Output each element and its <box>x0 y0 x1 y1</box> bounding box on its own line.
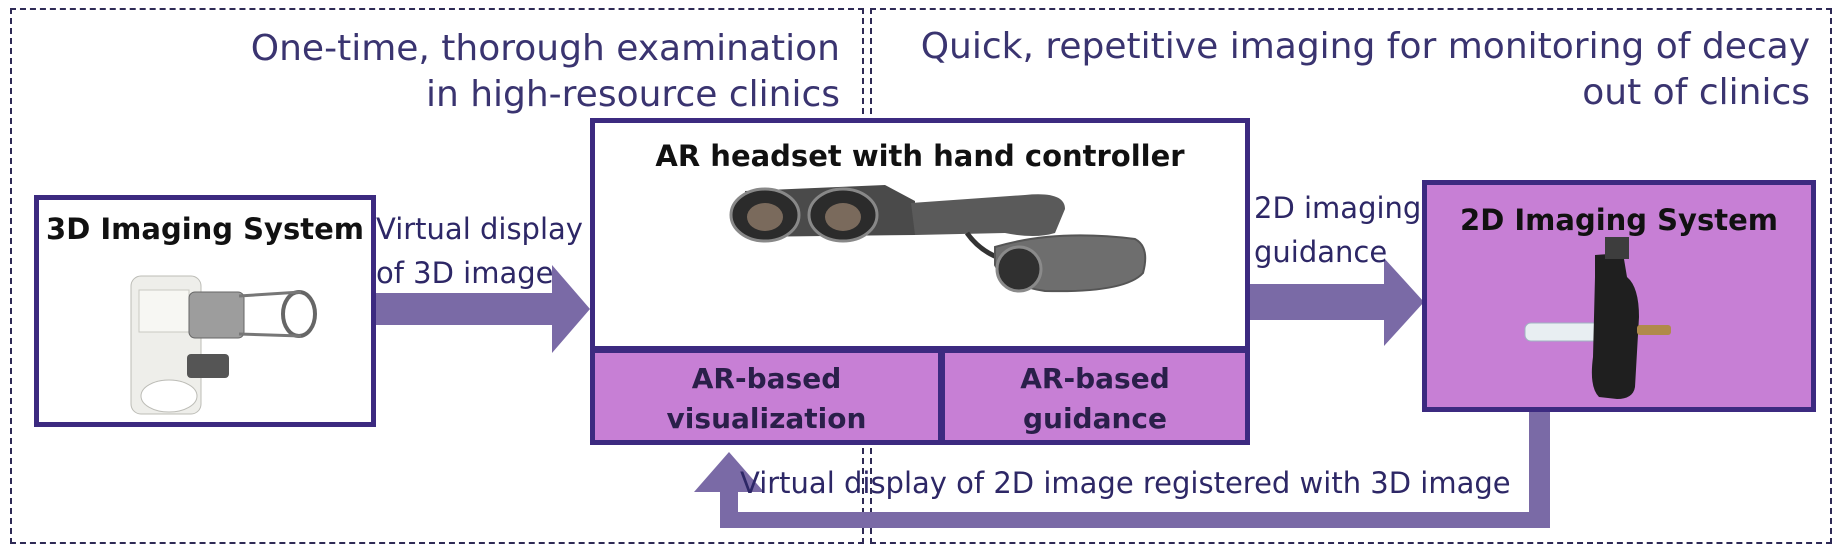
ar-headset-controller-image <box>729 185 1147 293</box>
arrow-3d-to-headset <box>373 265 590 353</box>
imaging-2d-box: 2D Imaging System <box>1422 180 1816 412</box>
label-2d-imaging-guidance: 2D imaging guidance <box>1254 191 1422 269</box>
ar-visualization-box: AR-based visualization <box>590 348 943 445</box>
label-virtual-display-3d: Virtual display of 3D image <box>376 212 583 290</box>
ar-headset-title: AR headset with hand controller <box>655 139 1185 173</box>
ar-headset-box: AR headset with hand controller <box>590 118 1250 351</box>
right-zone-heading: Quick, repetitive imaging for monitoring… <box>920 26 1810 113</box>
arrow-headset-to-2d <box>1246 258 1424 346</box>
ar-guidance-box: AR-based guidance <box>940 348 1250 445</box>
arrow-feedback <box>694 410 1550 528</box>
imaging-3d-box: 3D Imaging System <box>34 195 376 427</box>
imaging-3d-title: 3D Imaging System <box>46 212 364 246</box>
imaging-2d-title: 2D Imaging System <box>1460 203 1778 237</box>
left-zone-heading: One-time, thorough examination in high-r… <box>250 28 840 115</box>
label-feedback: Virtual display of 2D image registered w… <box>740 466 1511 500</box>
2d-imaging-device-image <box>1524 237 1671 399</box>
3d-imaging-device-image <box>130 275 317 415</box>
